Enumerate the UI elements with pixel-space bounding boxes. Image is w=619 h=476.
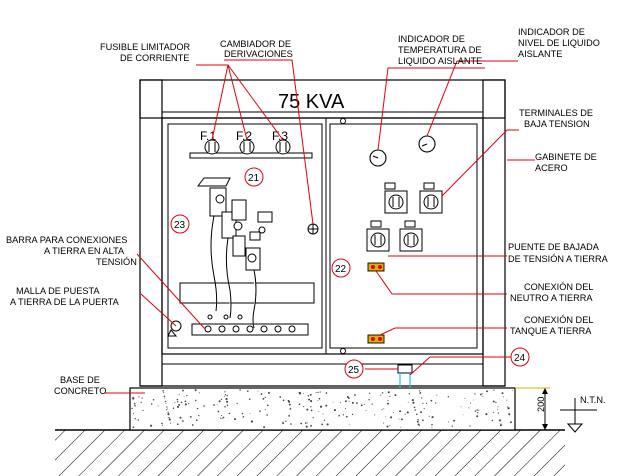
label-fusible-2: DE CORRIENTE (120, 53, 189, 63)
label-malla-2: A TIERRA DE LA PUERTA (10, 297, 120, 307)
label-fusible-1: FUSIBLE LIMITADOR (100, 42, 191, 52)
concrete-base (129, 387, 516, 431)
label-barra-1: BARRA PARA CONEXIONES (6, 235, 127, 245)
fuse-label-f2: F.2 (236, 129, 252, 143)
annotation-labels: FUSIBLE LIMITADOR DE CORRIENTE CAMBIADOR… (6, 27, 609, 396)
label-ind-temp-1: INDICADOR DE (398, 34, 465, 44)
label-tanque-2: TANQUE A TIERRA (510, 326, 592, 336)
label-ind-temp-3: LIQUIDO AISLANTE (398, 56, 482, 66)
label-base-1: BASE DE (60, 375, 100, 385)
label-neutro-1: CONEXIÓN DEL (524, 282, 593, 292)
hv-bushings (197, 177, 273, 329)
label-cambiador-2: DERIVACIONES (224, 49, 293, 59)
label-base-2: CONCRETO (54, 386, 106, 396)
callouts: 21 22 23 24 25 (170, 167, 530, 379)
label-terminales-2: BAJA TENSION (524, 119, 590, 129)
ntn-label: N.T.N. (580, 395, 606, 405)
ground-pipe (397, 364, 413, 388)
label-barra-3: TENSIÓN (96, 257, 137, 267)
label-gabinete-1: GABINETE DE (535, 152, 597, 162)
ground-bar-studs (204, 314, 296, 333)
ntn-marker: N.T.N. (560, 395, 606, 433)
dimension-value: 200 (536, 397, 546, 412)
label-ind-nivel-1: INDICADOR DE (518, 27, 585, 37)
tap-changer-icon (307, 223, 319, 235)
callout-21: 21 (248, 173, 260, 184)
temperature-gauge-icon (369, 149, 387, 167)
callout-25: 25 (348, 365, 360, 376)
callout-23: 23 (174, 220, 186, 231)
label-puente-1: PUENTE DE BAJADA (508, 242, 600, 252)
label-neutro-2: NEUTRO A TIERRA (510, 293, 593, 303)
label-barra-2: A TIERRA EN ALTA (44, 246, 125, 256)
label-ind-nivel-3: AISLANTE (518, 49, 562, 59)
callout-24: 24 (514, 353, 526, 364)
label-cambiador-1: CAMBIADOR DE (220, 39, 291, 49)
tank-ground-lug-icon (367, 334, 385, 344)
label-gabinete-2: ACERO (535, 163, 568, 173)
label-ind-temp-2: TEMPERATURA DE (398, 45, 482, 55)
door-ground-clamp-icon (167, 320, 182, 337)
label-puente-2: DE TENSIÓN A TIERRA (508, 254, 609, 264)
label-malla-1: MALLA DE PUESTA (16, 286, 100, 296)
label-ind-nivel-2: NIVEL DE LIQUIDO (518, 38, 600, 48)
label-tanque-1: CONEXIÓN DEL (524, 315, 593, 325)
steel-cabinet (139, 79, 506, 387)
kva-rating: 75 KVA (278, 91, 345, 113)
neutral-ground-lug-icon (367, 262, 385, 272)
dimension-200: 200 (515, 387, 550, 431)
level-gauge-icon (418, 135, 436, 153)
label-terminales-1: TERMINALES DE (519, 108, 593, 118)
ground-hatch (55, 429, 565, 476)
lv-terminals (366, 182, 443, 252)
callout-22: 22 (335, 264, 347, 275)
leader-lines (105, 59, 535, 394)
